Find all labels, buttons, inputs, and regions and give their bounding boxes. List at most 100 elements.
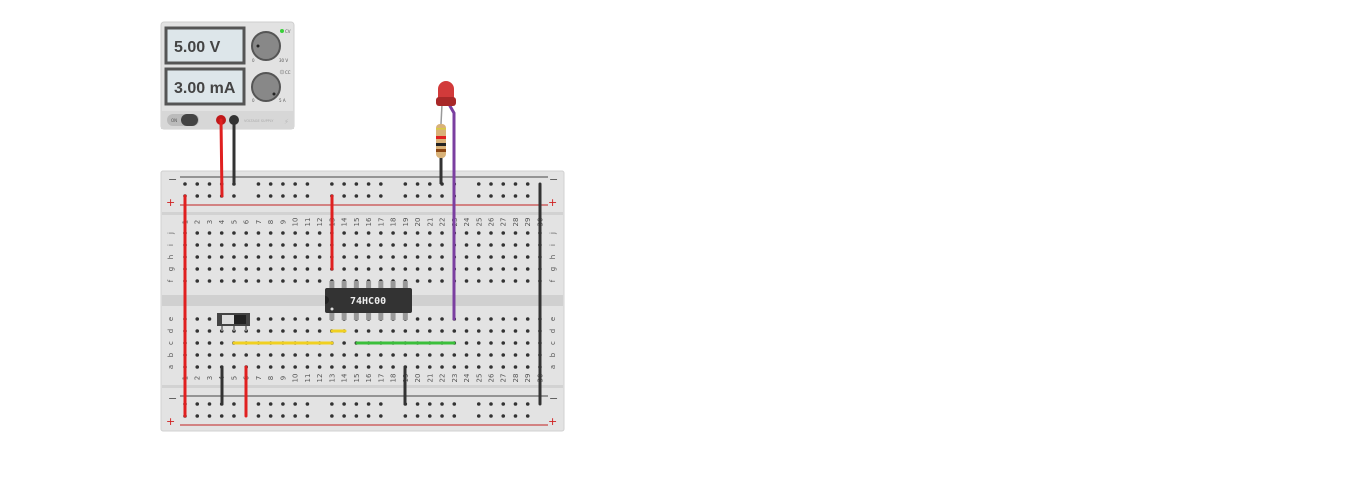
breadboard-hole[interactable]: [464, 231, 469, 235]
breadboard-hole[interactable]: [354, 182, 359, 186]
breadboard-hole[interactable]: [293, 402, 297, 406]
breadboard-hole[interactable]: [476, 317, 481, 321]
breadboard-hole[interactable]: [207, 353, 212, 357]
breadboard-hole[interactable]: [476, 353, 481, 357]
breadboard-hole[interactable]: [501, 341, 506, 345]
breadboard-hole[interactable]: [219, 414, 224, 418]
breadboard-hole[interactable]: [219, 243, 224, 247]
breadboard-hole[interactable]: [489, 243, 493, 247]
breadboard-hole[interactable]: [513, 194, 518, 198]
breadboard-hole[interactable]: [207, 255, 212, 259]
breadboard-hole[interactable]: [256, 243, 261, 247]
breadboard-hole[interactable]: [342, 182, 346, 186]
breadboard-hole[interactable]: [195, 231, 200, 235]
breadboard-hole[interactable]: [354, 414, 359, 418]
breadboard-hole[interactable]: [195, 341, 200, 345]
breadboard-hole[interactable]: [366, 231, 371, 235]
breadboard-hole[interactable]: [305, 365, 310, 369]
breadboard-hole[interactable]: [232, 243, 236, 247]
breadboard-hole[interactable]: [366, 243, 371, 247]
breadboard-hole[interactable]: [476, 267, 481, 271]
breadboard-hole[interactable]: [330, 402, 334, 406]
slide-switch[interactable]: [217, 313, 250, 331]
breadboard-hole[interactable]: [464, 365, 469, 369]
breadboard-hole[interactable]: [232, 255, 236, 259]
breadboard-hole[interactable]: [342, 341, 346, 345]
breadboard-hole[interactable]: [293, 329, 297, 333]
breadboard-hole[interactable]: [256, 365, 261, 369]
breadboard-hole[interactable]: [489, 402, 493, 406]
breadboard-hole[interactable]: [464, 243, 469, 247]
breadboard-hole[interactable]: [342, 365, 346, 369]
breadboard-hole[interactable]: [428, 402, 432, 406]
breadboard-hole[interactable]: [256, 402, 261, 406]
breadboard-hole[interactable]: [366, 267, 371, 271]
voltage-knob[interactable]: [251, 31, 281, 61]
breadboard-hole[interactable]: [293, 267, 297, 271]
breadboard-hole[interactable]: [207, 267, 212, 271]
breadboard-hole[interactable]: [379, 402, 383, 406]
breadboard-hole[interactable]: [232, 365, 236, 369]
breadboard-hole[interactable]: [268, 414, 273, 418]
breadboard-hole[interactable]: [244, 267, 248, 271]
breadboard-hole[interactable]: [513, 317, 518, 321]
breadboard-hole[interactable]: [268, 317, 273, 321]
breadboard-hole[interactable]: [281, 353, 285, 357]
breadboard-hole[interactable]: [366, 182, 371, 186]
breadboard-hole[interactable]: [207, 329, 212, 333]
breadboard-hole[interactable]: [342, 414, 346, 418]
breadboard-hole[interactable]: [342, 243, 346, 247]
breadboard-hole[interactable]: [525, 402, 530, 406]
breadboard-hole[interactable]: [354, 402, 359, 406]
breadboard-hole[interactable]: [268, 231, 273, 235]
breadboard-hole[interactable]: [256, 414, 261, 418]
breadboard-hole[interactable]: [366, 353, 371, 357]
breadboard-hole[interactable]: [219, 255, 224, 259]
breadboard-hole[interactable]: [195, 353, 200, 357]
breadboard-hole[interactable]: [501, 231, 506, 235]
breadboard-hole[interactable]: [403, 353, 408, 357]
breadboard-hole[interactable]: [428, 414, 432, 418]
breadboard-hole[interactable]: [464, 329, 469, 333]
breadboard-hole[interactable]: [354, 353, 359, 357]
breadboard-hole[interactable]: [195, 194, 200, 198]
breadboard-hole[interactable]: [513, 414, 518, 418]
breadboard-hole[interactable]: [354, 267, 359, 271]
breadboard-hole[interactable]: [219, 279, 224, 283]
breadboard-hole[interactable]: [305, 267, 310, 271]
breadboard-hole[interactable]: [342, 194, 346, 198]
breadboard-hole[interactable]: [305, 414, 310, 418]
breadboard-hole[interactable]: [317, 279, 322, 283]
breadboard-hole[interactable]: [415, 231, 420, 235]
breadboard-hole[interactable]: [305, 231, 310, 235]
breadboard-hole[interactable]: [317, 317, 322, 321]
breadboard-hole[interactable]: [415, 279, 420, 283]
breadboard-hole[interactable]: [476, 402, 481, 406]
breadboard-hole[interactable]: [317, 231, 322, 235]
breadboard-hole[interactable]: [513, 365, 518, 369]
breadboard-hole[interactable]: [293, 353, 297, 357]
breadboard-hole[interactable]: [366, 255, 371, 259]
breadboard-hole[interactable]: [428, 353, 432, 357]
breadboard-hole[interactable]: [428, 279, 432, 283]
breadboard-hole[interactable]: [415, 194, 420, 198]
breadboard-hole[interactable]: [293, 365, 297, 369]
breadboard-hole[interactable]: [464, 353, 469, 357]
breadboard-hole[interactable]: [513, 329, 518, 333]
breadboard-hole[interactable]: [428, 182, 432, 186]
breadboard-hole[interactable]: [391, 243, 395, 247]
breadboard-hole[interactable]: [195, 255, 200, 259]
breadboard-hole[interactable]: [440, 353, 444, 357]
breadboard-hole[interactable]: [317, 365, 322, 369]
breadboard-hole[interactable]: [391, 255, 395, 259]
breadboard-hole[interactable]: [415, 255, 420, 259]
breadboard-hole[interactable]: [476, 194, 481, 198]
breadboard-hole[interactable]: [513, 353, 518, 357]
breadboard-hole[interactable]: [342, 353, 346, 357]
breadboard-hole[interactable]: [403, 267, 408, 271]
breadboard-hole[interactable]: [281, 255, 285, 259]
breadboard-hole[interactable]: [232, 267, 236, 271]
breadboard-hole[interactable]: [379, 414, 383, 418]
breadboard-hole[interactable]: [428, 317, 432, 321]
breadboard-hole[interactable]: [342, 255, 346, 259]
